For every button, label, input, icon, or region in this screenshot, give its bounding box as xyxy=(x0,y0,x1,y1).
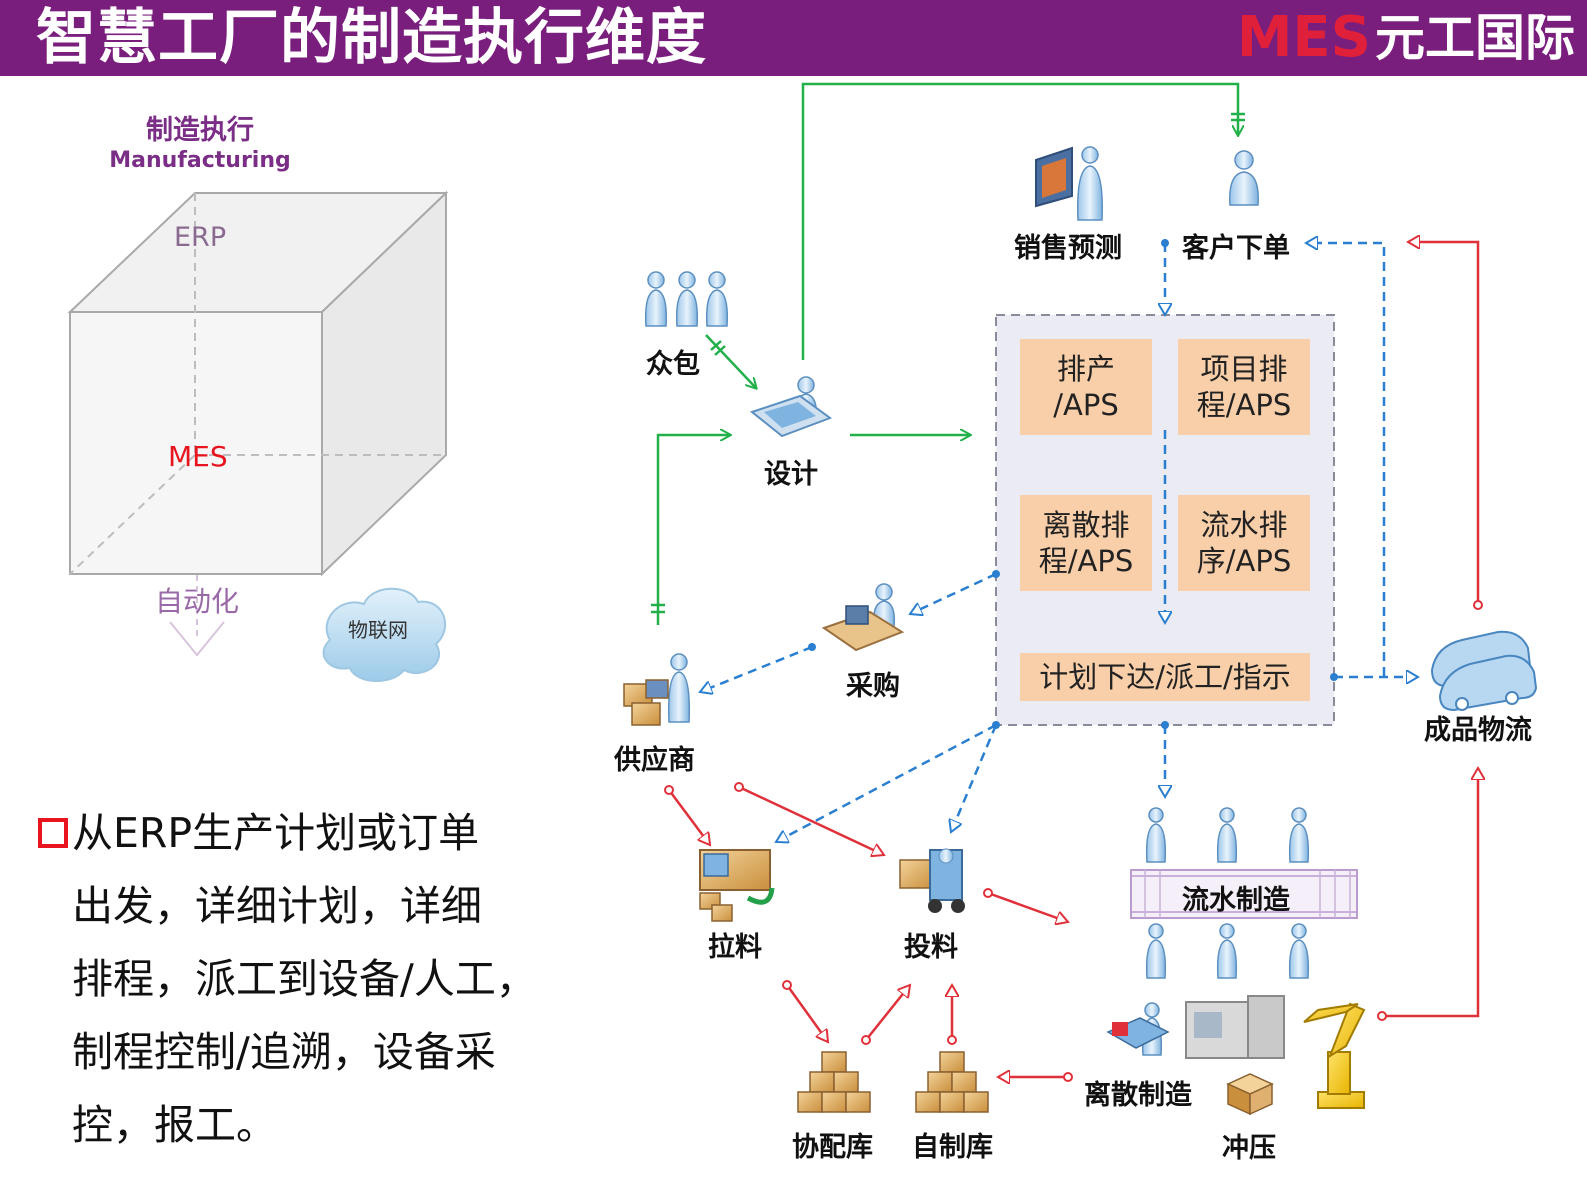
red-dots xyxy=(664,600,1483,1082)
pull-truck-icon xyxy=(699,849,775,922)
iot-label: 物联网 xyxy=(348,618,408,642)
schedule-box-production-aps: 排产 /APS xyxy=(1020,339,1152,435)
mes-label: MES xyxy=(168,440,228,473)
person-icon xyxy=(644,146,1310,1056)
design-label: 设计 xyxy=(764,459,818,490)
schedule-box-project-aps: 项目排 程/APS xyxy=(1178,339,1310,435)
assembly-conveyor-icon xyxy=(1130,869,1358,919)
logo-text: 元工国际 xyxy=(1375,9,1575,67)
forecast-screen-icon xyxy=(1035,146,1073,208)
car-icon xyxy=(1430,630,1538,712)
robot-arm-icon xyxy=(1303,1002,1366,1109)
dispatch-box: 计划下达/派工/指示 xyxy=(1020,653,1310,701)
schedule-box-discrete-aps: 离散排 程/APS xyxy=(1020,495,1152,591)
company-logo: MES 元工国际 xyxy=(1237,4,1575,72)
blue-dots xyxy=(808,239,1338,729)
cube-title-en: Manufacturing xyxy=(109,148,291,173)
supplier-boxes-icon xyxy=(623,679,669,726)
bullet-line-4: 制程控制/追溯，设备采 xyxy=(72,1028,496,1076)
feed-material-label: 投料 xyxy=(904,932,958,963)
forklift-icon xyxy=(899,848,965,913)
logo-mark: MES xyxy=(1236,5,1371,70)
finished-logistics-label: 成品物流 xyxy=(1424,715,1532,746)
collab-store-boxes-icon xyxy=(797,1051,871,1113)
discrete-machine-icon xyxy=(1106,995,1285,1059)
cube-title-cn: 制造执行 xyxy=(146,115,254,146)
schedule-box-flow-aps: 流水排 序/APS xyxy=(1178,495,1310,591)
cube-graphic xyxy=(67,190,449,657)
self-store-label: 自制库 xyxy=(912,1132,993,1163)
green-arrows xyxy=(651,82,1245,625)
purchase-label: 采购 xyxy=(846,671,900,702)
header-bar: 智慧工厂的制造执行维度 MES 元工国际 xyxy=(0,0,1587,76)
erp-label: ERP xyxy=(174,222,227,253)
discrete-mfg-label: 离散制造 xyxy=(1084,1080,1192,1111)
design-desk-icon xyxy=(749,394,833,438)
bullet-line-3: 排程，派工到设备/人工， xyxy=(72,955,537,1003)
purchase-desk-icon xyxy=(821,605,905,652)
sales-forecast-label: 销售预测 xyxy=(1014,233,1122,264)
automation-label: 自动化 xyxy=(155,585,240,618)
pull-material-label: 拉料 xyxy=(708,932,762,963)
stamping-label: 冲压 xyxy=(1222,1133,1276,1164)
crowdsourcing-label: 众包 xyxy=(646,349,700,380)
bullet-line-5: 控，报工。 xyxy=(72,1101,277,1149)
collab-store-label: 协配库 xyxy=(792,1132,873,1163)
bullet-line-1: 从ERP生产计划或订单 xyxy=(72,809,480,857)
supplier-label: 供应商 xyxy=(614,745,695,776)
bullet-square-icon xyxy=(38,818,68,848)
red-arrows xyxy=(667,242,1478,1077)
self-store-boxes-icon xyxy=(915,1051,989,1113)
page-title: 智慧工厂的制造执行维度 xyxy=(36,3,707,73)
assembly-line-label: 流水制造 xyxy=(1182,885,1290,916)
customer-order-label: 客户下单 xyxy=(1182,233,1290,264)
bullet-line-2: 出发，详细计划，详细 xyxy=(72,882,482,930)
stamping-box-icon xyxy=(1226,1073,1274,1116)
iot-cloud xyxy=(322,587,446,683)
blue-arrows xyxy=(700,243,1418,842)
